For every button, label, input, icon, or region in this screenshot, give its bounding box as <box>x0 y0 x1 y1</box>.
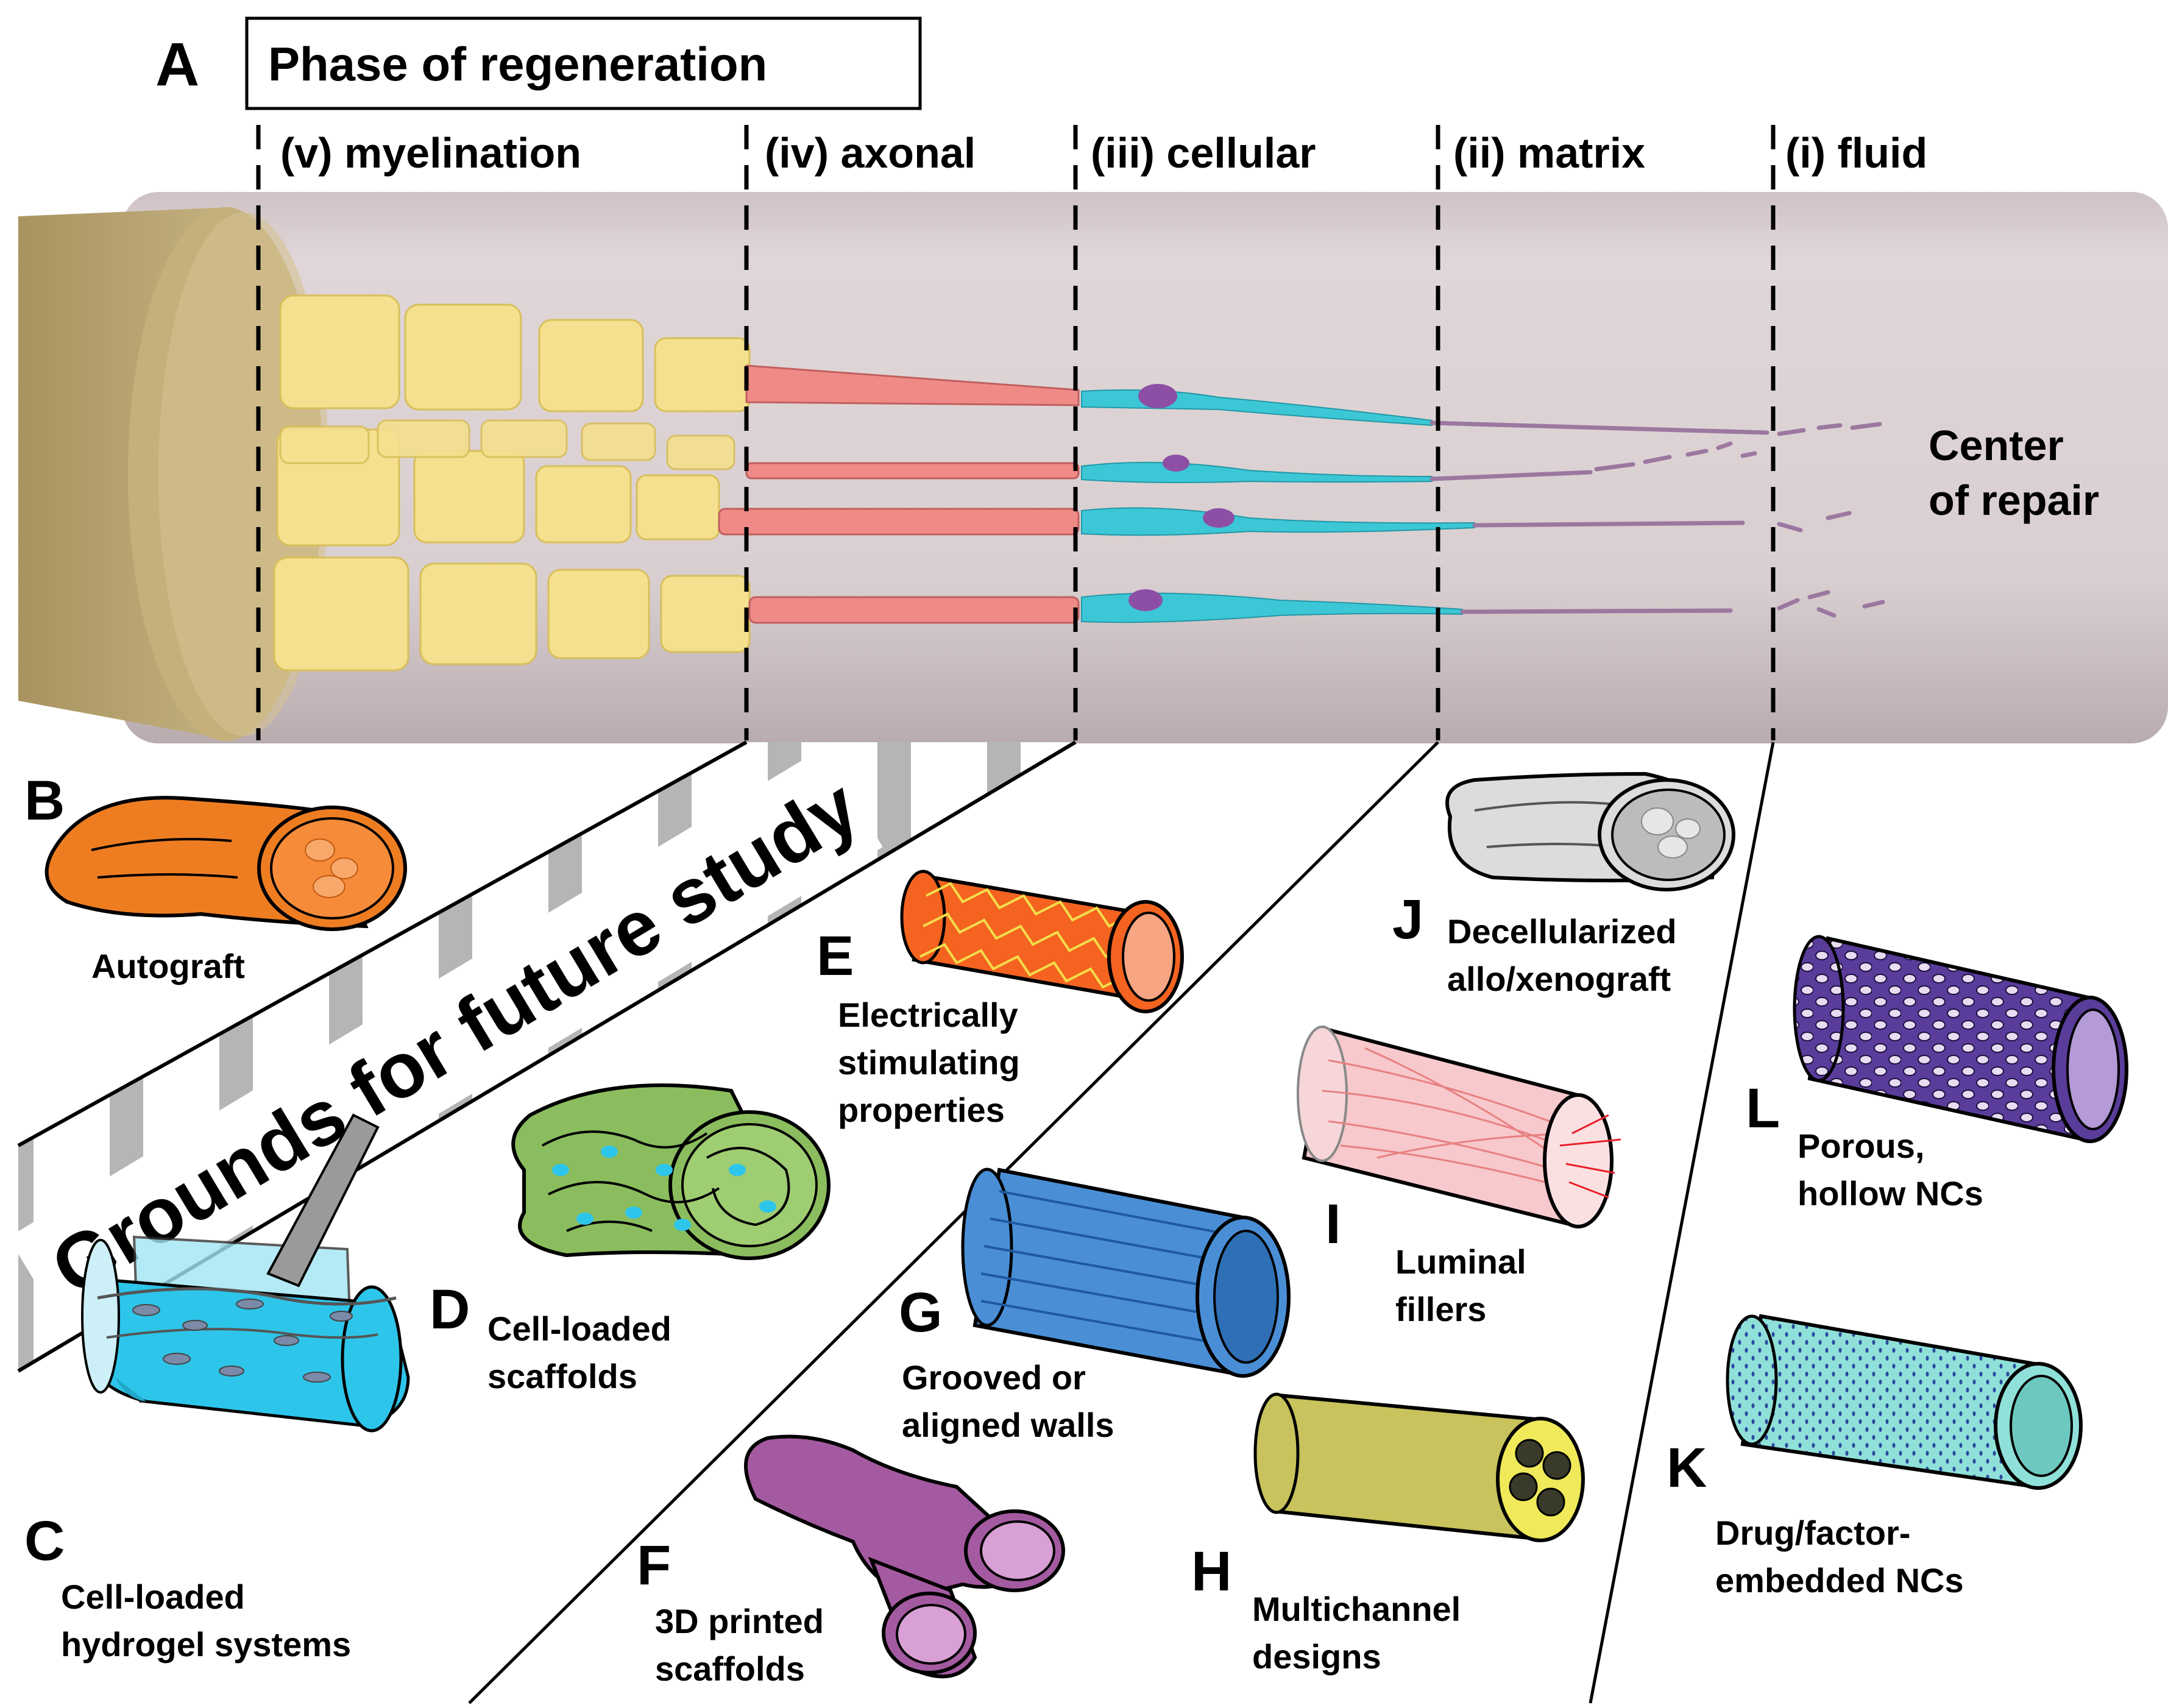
title-box <box>245 16 922 110</box>
caption-h-2: designs <box>1252 1637 1381 1676</box>
center-label-line2: of repair <box>1929 477 2099 524</box>
conduit-b-autograft <box>44 796 407 931</box>
caption-b-1: Autograft <box>91 947 245 985</box>
letter-b: B <box>24 770 65 832</box>
caption-e-3: properties <box>838 1091 1005 1129</box>
letter-c: C <box>24 1510 65 1572</box>
cell-bodies <box>1128 384 1235 611</box>
conduit-f-3d-printed <box>744 1434 1065 1679</box>
letter-d: D <box>430 1278 470 1341</box>
phase-labels: (v) myelination (iv) axonal (iii) cellul… <box>280 129 1927 177</box>
phase-label-i: (i) fluid <box>1785 129 1927 177</box>
caption-c-2: hydrogel systems <box>61 1625 351 1664</box>
myelin-sheaths <box>273 294 751 672</box>
phase-label-v: (v) myelination <box>280 129 581 177</box>
caption-j-2: allo/xenograft <box>1447 960 1671 998</box>
region-separators <box>468 741 1775 1704</box>
caption-f-2: scaffolds <box>655 1650 805 1688</box>
letter-e: E <box>817 925 854 987</box>
panel-a-letter: A <box>155 30 199 99</box>
caption-d-2: scaffolds <box>487 1357 637 1395</box>
caption-g-1: Grooved or <box>902 1358 1086 1397</box>
conduit-i-luminal <box>1297 1026 1621 1228</box>
conduit-e-electric <box>900 870 1184 1013</box>
caption-k-1: Drug/factor- <box>1715 1514 1910 1552</box>
center-of-repair-label: Center of repair <box>1929 422 2099 524</box>
caption-i-2: fillers <box>1395 1290 1486 1328</box>
caption-i-1: Luminal <box>1395 1242 1526 1281</box>
letter-l: L <box>1746 1077 1780 1139</box>
panel-a-header: A Phase of regeneration <box>155 16 922 110</box>
phase-label-iv: (iv) axonal <box>765 129 976 177</box>
center-label-line1: Center <box>1929 422 2064 469</box>
caption-j-1: Decellularized <box>1447 912 1677 951</box>
caption-e-2: stimulating <box>838 1043 1020 1082</box>
phase-label-iii: (iii) cellular <box>1091 129 1316 177</box>
caption-g-2: aligned walls <box>902 1406 1114 1444</box>
caption-l-2: hollow NCs <box>1798 1174 1983 1213</box>
matrix-strands <box>1429 420 1885 618</box>
caption-l-1: Porous, <box>1798 1127 1924 1165</box>
caption-h-1: Multichannel <box>1252 1590 1461 1628</box>
phase-label-ii: (ii) matrix <box>1453 129 1645 177</box>
letter-g: G <box>899 1281 943 1344</box>
letter-h: H <box>1191 1540 1231 1603</box>
conduit-j-decell <box>1445 771 1735 891</box>
letter-f: F <box>637 1534 671 1596</box>
panel-a-title: Phase of regeneration <box>268 37 767 91</box>
conduit-h-multichannel <box>1253 1392 1585 1542</box>
letter-k: K <box>1667 1437 1707 1499</box>
conduit-c-hydrogel <box>81 1113 410 1433</box>
caption-k-2: embedded NCs <box>1715 1561 1964 1600</box>
phase-dividers <box>256 125 1776 740</box>
caption-c-1: Cell-loaded <box>61 1578 245 1616</box>
conduit-k-drug <box>1726 1314 2083 1490</box>
caption-d-1: Cell-loaded <box>487 1309 671 1348</box>
caption-e-1: Electrically <box>838 996 1018 1034</box>
letter-i: I <box>1325 1193 1341 1255</box>
conduit-g-grooved <box>961 1168 1291 1378</box>
caption-f-1: 3D printed <box>655 1602 824 1640</box>
letter-j: J <box>1392 888 1423 951</box>
conduit-l-porous <box>1793 935 2128 1143</box>
conduit-d-cell-scaffold <box>511 1083 831 1260</box>
